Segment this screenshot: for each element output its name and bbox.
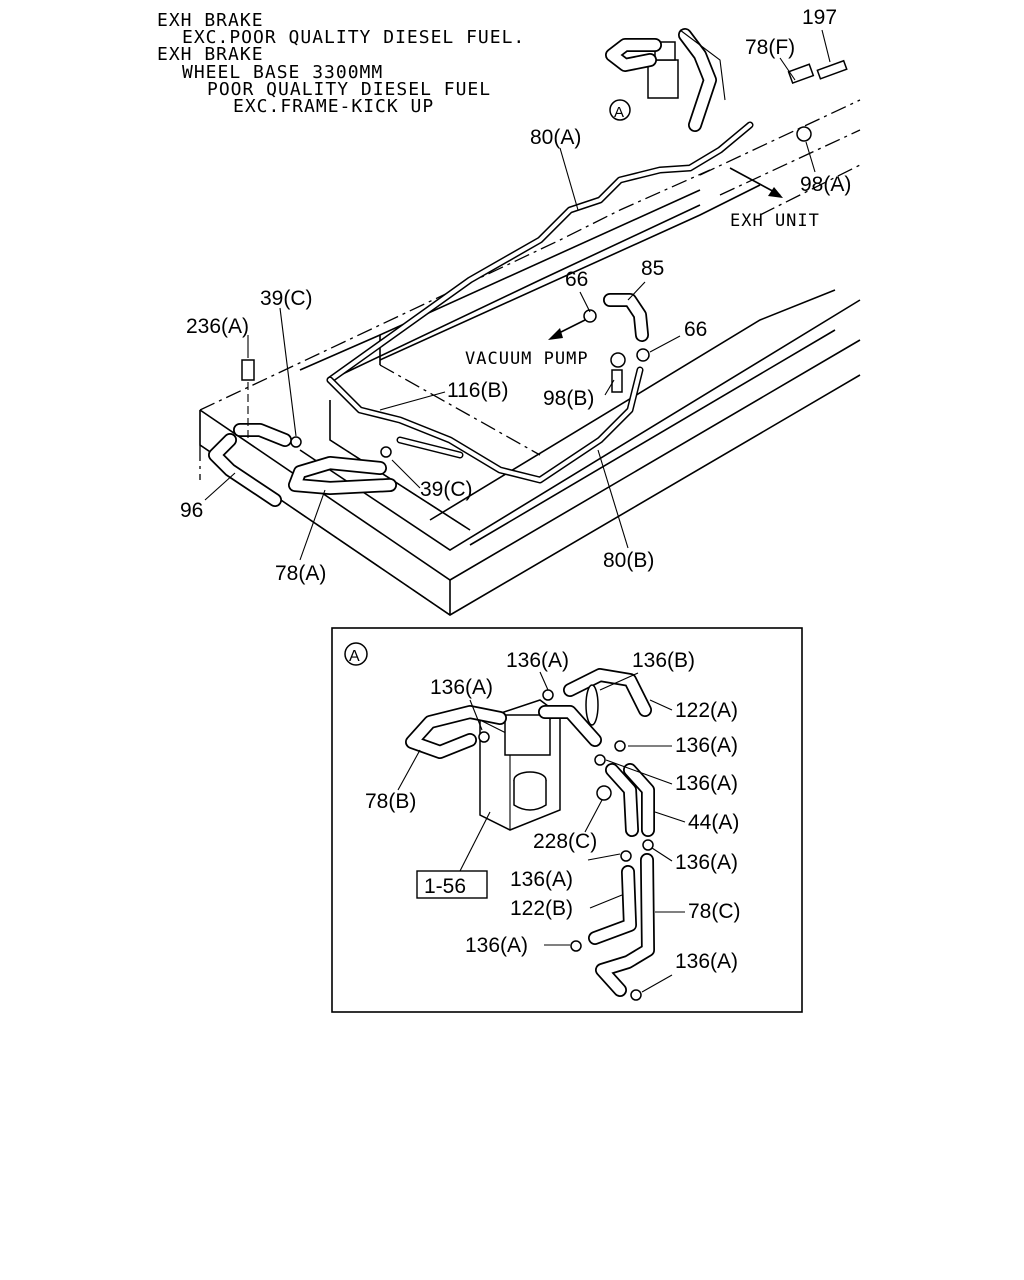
detail-label-228c: 228(C) — [533, 830, 597, 853]
pipe-197 — [816, 59, 848, 80]
detail-label-78c: 78(C) — [688, 900, 741, 923]
callout-96: 96 — [180, 499, 203, 522]
detail-label-136a-3: 136(A) — [675, 734, 738, 757]
bolt-98a — [796, 126, 812, 142]
solenoid-valve-top: A — [605, 28, 726, 132]
note-vacuum-pump: VACUUM PUMP — [465, 349, 589, 369]
detail-label-136a-2: 136(A) — [430, 676, 493, 699]
pipe-78f — [787, 63, 815, 85]
callout-80b: 80(B) — [603, 549, 654, 572]
hose-78a — [288, 456, 397, 495]
callout-80a: 80(A) — [530, 126, 581, 149]
callout-66-left: 66 — [565, 268, 588, 291]
callout-85: 85 — [641, 257, 664, 280]
detail-label-136a-7: 136(A) — [465, 934, 528, 957]
clamps-main — [241, 59, 848, 458]
clamp-66-left — [583, 309, 597, 323]
note-exh-unit: EXH UNIT — [730, 211, 820, 231]
detail-circle-a-label: A — [349, 648, 360, 665]
callout-78f: 78(F) — [745, 36, 795, 59]
header-notes: EXH BRAKE EXC.POOR QUALITY DIESEL FUEL. … — [157, 10, 525, 117]
detail-label-122b: 122(B) — [510, 897, 573, 920]
callout-98b: 98(B) — [543, 387, 594, 410]
header-line-1: EXH BRAKE — [157, 10, 264, 31]
callouts-main: 197 78(F) 98(A) EXH UNIT 80(A) 85 66 66 … — [180, 6, 851, 585]
detail-circle-a — [344, 642, 368, 666]
detail-label-136a-5: 136(A) — [675, 851, 738, 874]
callout-236a: 236(A) — [186, 315, 249, 338]
callout-78a: 78(A) — [275, 562, 326, 585]
clamp-39c-upper — [290, 436, 302, 448]
header-line-3: EXH BRAKE — [157, 44, 264, 65]
detail-label-136a-8: 136(A) — [675, 950, 738, 973]
detail-label-136b: 136(B) — [632, 649, 695, 672]
bolt-98b — [611, 369, 623, 393]
hose-85 — [603, 293, 649, 342]
detail-label-44a: 44(A) — [688, 811, 739, 834]
pipe-80a — [326, 121, 754, 384]
clamp-39c-lower — [380, 446, 392, 458]
hose-96 — [208, 423, 292, 507]
header-line-5: POOR QUALITY DIESEL FUEL — [207, 79, 491, 100]
detail-label-122a: 122(A) — [675, 699, 738, 722]
callout-39c-top: 39(C) — [260, 287, 313, 310]
pipe-80b — [326, 366, 644, 484]
callout-98a: 98(A) — [800, 173, 851, 196]
detail-label-136a-4: 136(A) — [675, 772, 738, 795]
detail-label-136a-1: 136(A) — [506, 649, 569, 672]
ref-box — [416, 870, 488, 899]
svg-text:A: A — [614, 104, 624, 121]
clamp-66-right — [636, 348, 650, 362]
callout-39c-low: 39(C) — [420, 478, 473, 501]
callout-66-right: 66 — [684, 318, 707, 341]
detail-label-136a-6: 136(A) — [510, 868, 573, 891]
header-line-6: EXC.FRAME-KICK UP — [233, 96, 434, 117]
header-line-2: EXC.POOR QUALITY DIESEL FUEL. — [182, 27, 525, 48]
circle-a-top — [609, 99, 631, 121]
detail-view-a: A 1-5 — [331, 627, 803, 1013]
bolt-236a — [241, 359, 255, 381]
callout-116b: 116(B) — [447, 379, 508, 402]
header-line-4: WHEEL BASE 3300MM — [182, 62, 383, 83]
flow-arrows — [548, 167, 783, 340]
ref-box-label: 1-56 — [424, 875, 466, 898]
callout-197: 197 — [802, 6, 837, 29]
detail-label-78b: 78(B) — [365, 790, 416, 813]
